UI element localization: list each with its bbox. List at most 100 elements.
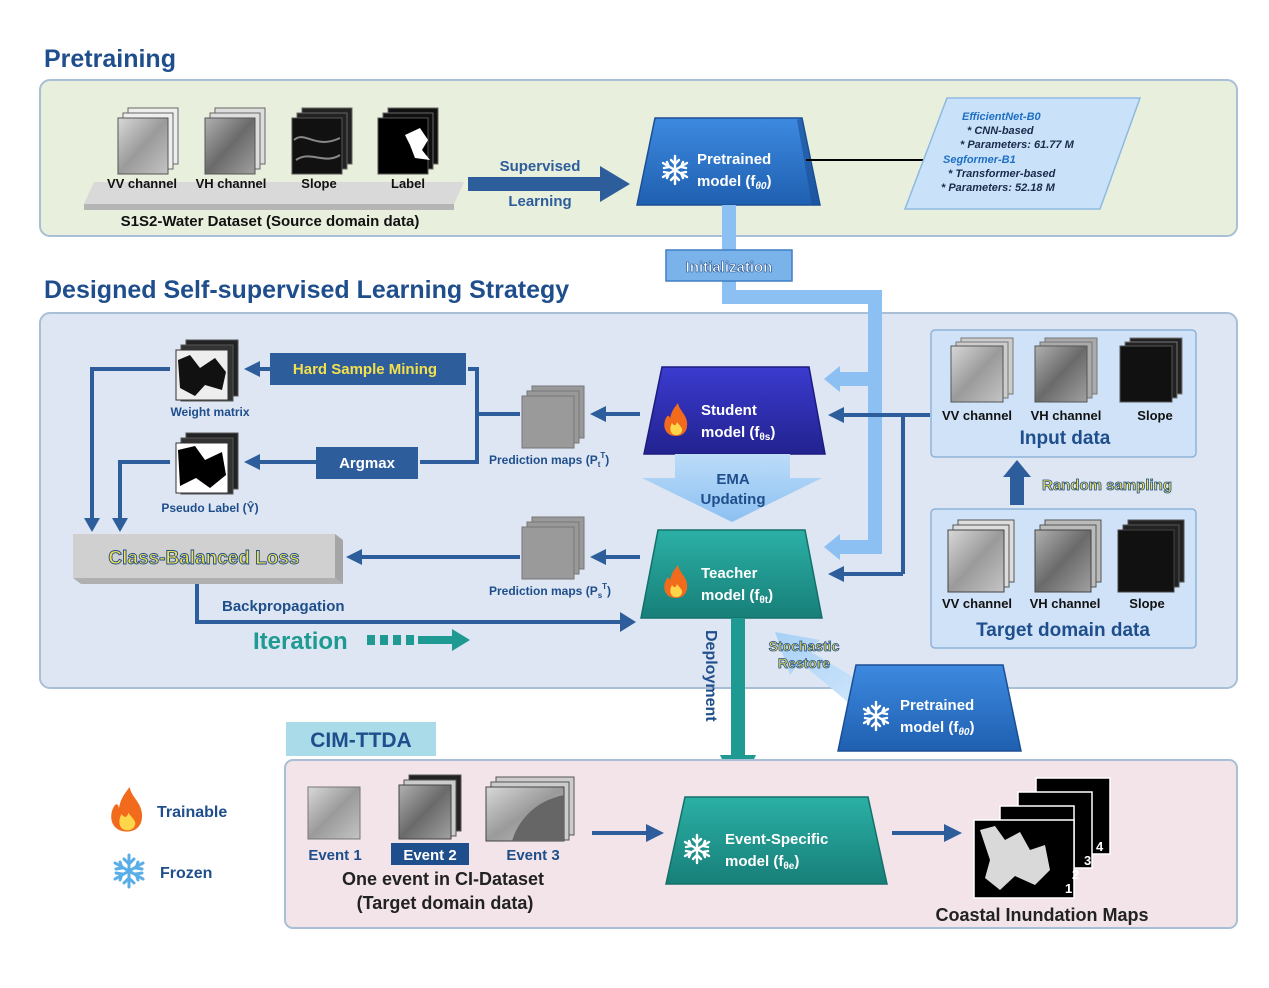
hsm-arrow: [244, 361, 260, 377]
input-vv-stack: [950, 337, 1014, 403]
event-1-label: Event 1: [308, 847, 361, 864]
input-vh-stack: [1034, 337, 1098, 403]
legend-flame-icon: [111, 787, 143, 832]
event-3-label: Event 3: [506, 847, 559, 864]
target-slope-stack: [1117, 519, 1185, 593]
cim-caption-1: One event in CI-Dataset: [342, 869, 544, 889]
cim-ttda-title: CIM-TTDA: [310, 729, 411, 752]
class-balanced-loss-box: Class-Balanced Loss: [73, 534, 343, 584]
dataset-vv-stack: [117, 107, 179, 175]
dataset-channel-vh: VH channel: [196, 176, 267, 191]
pseudo-label-label: Pseudo Label (Ŷ): [161, 500, 258, 515]
target-vv-stack: [947, 519, 1015, 593]
maps-caption: Coastal Inundation Maps: [935, 905, 1148, 925]
pretrained-model-top: Pretrained model (fθ0): [636, 117, 821, 206]
event-specific-model: Event-Specific model (fθe): [665, 796, 888, 885]
dataset-channel-vv: VV channel: [107, 176, 177, 191]
event-1-image: [307, 786, 361, 840]
model-spec-box: EfficientNet-B0 * CNN-based * Parameters…: [903, 97, 1142, 210]
initialization-box: [665, 249, 793, 282]
deployment-label: Deployment: [702, 630, 719, 722]
svg-text:Updating: Updating: [701, 491, 766, 508]
random-sampling-label: Random sampling: [1042, 477, 1172, 494]
pred-to-loss-arrow: [346, 549, 362, 565]
svg-text:model (fθs): model (fθs): [701, 424, 775, 443]
svg-text:model (fθ0): model (fθ0): [900, 719, 974, 738]
map-number-3: 3: [1084, 853, 1091, 868]
target-channel-vv: VV channel: [942, 596, 1012, 611]
svg-text:model (fθe): model (fθe): [725, 853, 799, 872]
initialization-label: Initialization: [686, 259, 773, 276]
spec-line-1: EfficientNet-B0: [962, 111, 1042, 123]
dataset-caption: S1S2-Water Dataset (Source domain data): [121, 213, 420, 230]
legend-snowflake-icon: [113, 853, 145, 889]
svg-text:model (fθ0): model (fθ0): [697, 173, 771, 192]
supervised-label-2: Learning: [508, 193, 571, 210]
dataset-vh-stack: [204, 107, 266, 175]
svg-text:Event-Specific: Event-Specific: [725, 831, 828, 848]
target-domain-label: Target domain data: [976, 620, 1150, 641]
dataset-channel-slope: Slope: [301, 176, 336, 191]
prediction-maps-teacher: [521, 516, 585, 580]
spec-line-4: Segformer-B1: [943, 154, 1016, 166]
svg-text:Pretrained: Pretrained: [697, 151, 771, 168]
target-vh-stack: [1034, 519, 1102, 593]
student-model: Student model (fθs): [643, 366, 826, 455]
weight-matrix-stack: [175, 339, 239, 402]
section-title-pretraining: Pretraining: [44, 45, 176, 73]
target-channel-vh: VH channel: [1030, 596, 1101, 611]
stochastic-label-1: Stochastic: [769, 638, 840, 654]
input-data-label: Input data: [1020, 428, 1111, 449]
event-3-stack: [485, 776, 575, 842]
input-channel-vh: VH channel: [1031, 408, 1102, 423]
supervised-label-1: Supervised: [500, 158, 581, 175]
student-to-pred-arrow: [590, 406, 606, 422]
iteration-dashed-arrow: [367, 629, 470, 651]
spec-line-6: * Parameters: 52.18 M: [941, 182, 1056, 194]
spec-line-3: * Parameters: 61.77 M: [960, 139, 1075, 151]
events-to-model-arrow: [646, 824, 664, 842]
dataset-label-stack: [377, 107, 439, 175]
prediction-maps-student: [521, 385, 585, 449]
input-channel-vv: VV channel: [942, 408, 1012, 423]
target-channel-slope: Slope: [1129, 596, 1164, 611]
supervised-learning-arrow: [468, 166, 630, 202]
hard-sample-mining-label: Hard Sample Mining: [293, 361, 437, 378]
map-number-1: 1: [1065, 881, 1072, 896]
prediction-maps-s-label: Prediction maps (PsT): [489, 582, 611, 600]
section-title-ssl: Designed Self-supervised Learning Strate…: [44, 276, 569, 304]
pretrained-model-restore: Pretrained model (fθ0): [837, 664, 1022, 752]
svg-text:Pretrained: Pretrained: [900, 697, 974, 714]
map-number-2: 2: [1072, 867, 1079, 882]
map-number-4: 4: [1096, 839, 1104, 854]
event-2-stack: [398, 774, 462, 840]
random-sampling-arrow: [1003, 460, 1031, 477]
input-slope-stack: [1119, 337, 1183, 403]
legend-trainable-label: Trainable: [157, 804, 227, 821]
stochastic-restore-arrow: [775, 632, 868, 704]
teacher-to-pred-arrow: [590, 549, 606, 565]
iteration-label: Iteration: [253, 628, 348, 655]
spec-line-2: * CNN-based: [967, 125, 1034, 137]
svg-text:Student: Student: [701, 402, 757, 419]
hard-sample-mining-box: [270, 353, 466, 385]
event-2-label: Event 2: [403, 847, 456, 864]
event-2-highlight: [391, 843, 469, 865]
input-to-models-connector: [842, 413, 930, 576]
stochastic-label-2: Restore: [778, 655, 830, 671]
argmax-arrow: [244, 454, 260, 470]
model-to-maps-arrow: [944, 824, 962, 842]
argmax-label: Argmax: [339, 455, 396, 472]
argmax-box: [316, 447, 418, 479]
ema-updating-arrow: EMA Updating: [642, 454, 822, 522]
dataset-slope-stack: [291, 107, 353, 175]
input-channel-slope: Slope: [1137, 408, 1172, 423]
cim-caption-2: (Target domain data): [357, 893, 534, 913]
legend-frozen-label: Frozen: [160, 865, 212, 882]
backpropagation-arrow: [620, 612, 636, 632]
svg-text:Teacher: Teacher: [701, 565, 758, 582]
cim-ttda-title-box: [286, 722, 436, 756]
svg-text:model (fθt): model (fθt): [701, 587, 773, 606]
inundation-maps-stack: [973, 777, 1111, 899]
